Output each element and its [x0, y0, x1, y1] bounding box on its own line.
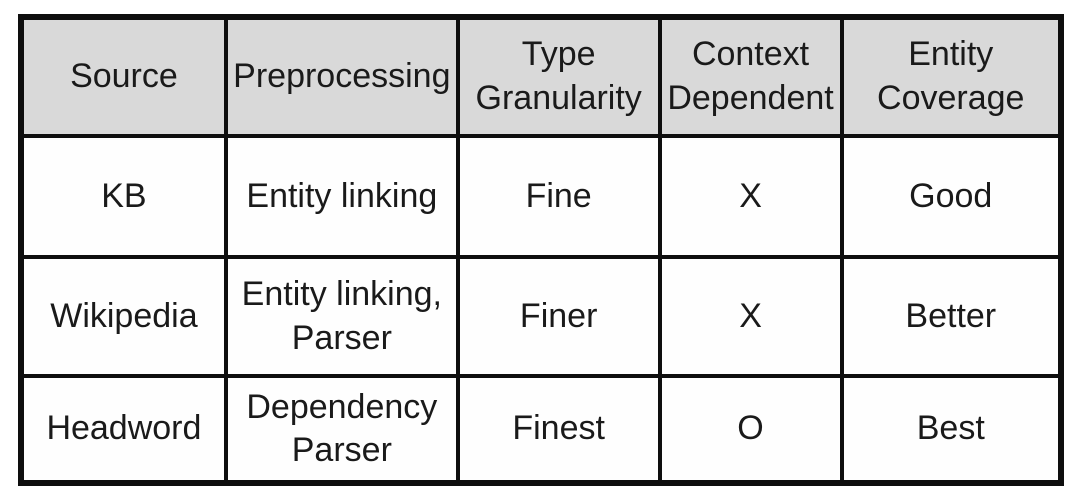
- cell-context-dependent: X: [657, 255, 844, 379]
- cell-source: Wikipedia: [19, 255, 228, 379]
- table-body: KB Entity linking Fine X Good Wikipedia …: [19, 133, 1064, 485]
- cell-preprocessing: Entity linking, Parser: [223, 255, 460, 379]
- cell-type-granularity: Fine: [455, 133, 662, 260]
- cell-type-granularity: Finer: [455, 255, 662, 379]
- cell-preprocessing: Entity linking: [223, 133, 460, 260]
- table-row-kb: KB Entity linking Fine X Good: [19, 133, 1064, 260]
- source-comparison-table: Source Preprocessing Type Granularity Co…: [18, 14, 1064, 486]
- header-cell-type-granularity: Type Granularity: [455, 15, 662, 138]
- cell-context-dependent: X: [657, 133, 844, 260]
- header-cell-entity-coverage: Entity Coverage: [839, 15, 1064, 138]
- header-row: Source Preprocessing Type Granularity Co…: [19, 15, 1064, 138]
- cell-entity-coverage: Better: [839, 255, 1064, 379]
- cell-source: KB: [19, 133, 228, 260]
- cell-entity-coverage: Best: [839, 374, 1064, 485]
- cell-preprocessing: Dependency Parser: [223, 374, 460, 485]
- table-header: Source Preprocessing Type Granularity Co…: [19, 15, 1064, 138]
- cell-context-dependent: O: [657, 374, 844, 485]
- table-row-headword: Headword Dependency Parser Finest O Best: [19, 374, 1064, 485]
- header-cell-context-dependent: Context Dependent: [657, 15, 844, 138]
- cell-entity-coverage: Good: [839, 133, 1064, 260]
- table-row-wikipedia: Wikipedia Entity linking, Parser Finer X…: [19, 255, 1064, 379]
- cell-source: Headword: [19, 374, 228, 485]
- header-cell-preprocessing: Preprocessing: [223, 15, 460, 138]
- cell-type-granularity: Finest: [455, 374, 662, 485]
- header-cell-source: Source: [19, 15, 228, 138]
